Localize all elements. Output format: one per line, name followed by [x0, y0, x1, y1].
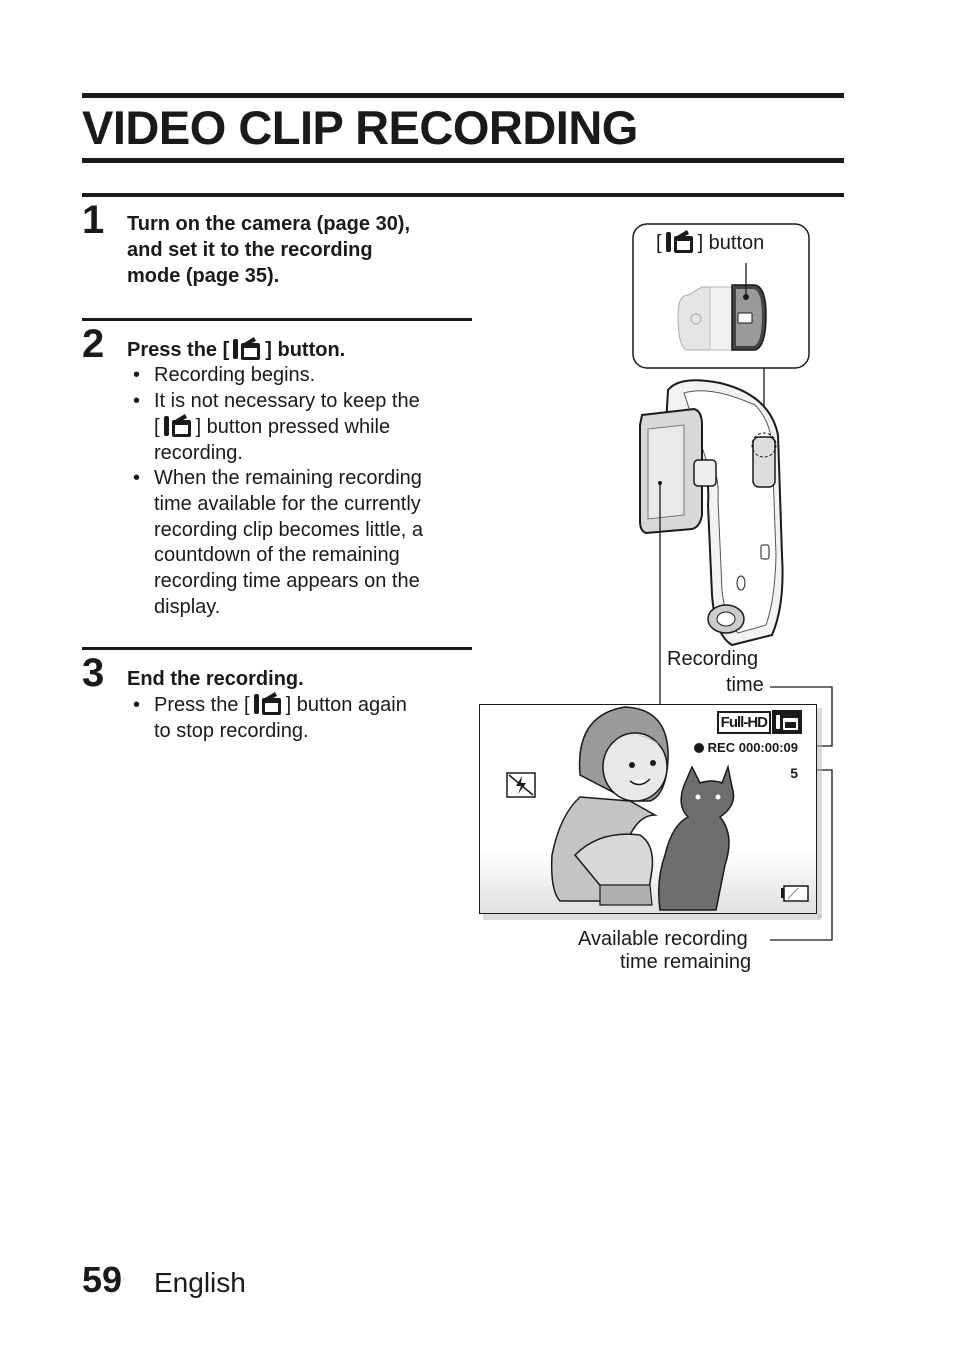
- remaining-count: 5: [790, 765, 798, 781]
- title-bottom-rule: [82, 158, 844, 163]
- section-rule: [82, 193, 844, 197]
- step-2-bullet-3-line: display.: [154, 596, 221, 618]
- button-callout-label: [ ] button: [656, 230, 764, 255]
- step-3-heading: End the recording.: [127, 668, 304, 690]
- step-3-bullet-before: Press the [: [154, 694, 250, 716]
- screen-scene: [550, 706, 735, 911]
- bullet-marker: •: [133, 364, 141, 386]
- mode-dial-graphic: [677, 284, 767, 351]
- lcd-screen: Full-HD REC 000:00:09 5: [479, 704, 817, 914]
- step-2-bullet-3-line: recording time appears on the: [154, 570, 420, 592]
- step-1-number: 1: [82, 198, 105, 242]
- page-number: 59: [82, 1259, 123, 1300]
- screen-shadow: [483, 914, 821, 920]
- recording-time-label-line1: Recording: [667, 648, 759, 670]
- step-1-heading-line: mode (page 35).: [127, 265, 280, 287]
- rec-indicator: REC 000:00:09: [693, 740, 798, 755]
- step-3-bullet-after: ] button again: [285, 694, 407, 716]
- step-2-bullet-2-line: recording.: [154, 442, 243, 464]
- step-2-bullet-3-line: recording clip becomes little, a: [154, 519, 424, 541]
- step-2-bullet-1: Recording begins.: [154, 364, 316, 386]
- button-callout-after: ] button: [697, 232, 765, 254]
- step-2-bullet-3-line: When the remaining recording: [154, 467, 422, 489]
- step-3-bullet-line: to stop recording.: [154, 720, 309, 742]
- video-record-icon: [253, 692, 281, 715]
- title-top-rule: [82, 93, 844, 98]
- screen-shadow-side: [817, 708, 822, 918]
- flash-off-icon: [506, 772, 536, 798]
- bullet-marker: •: [133, 390, 141, 412]
- step-3-bullet-line: Press the [ ] button again: [154, 692, 407, 718]
- step-2-bullet-2-after: ] button pressed while: [195, 416, 391, 438]
- rec-dot-icon: [693, 742, 704, 753]
- bullet-marker: •: [133, 694, 141, 716]
- camera-illustration: [632, 223, 833, 941]
- mode-label: Full-HD: [716, 710, 771, 734]
- mode-badge: Full-HD: [716, 710, 802, 734]
- camera-body: [639, 379, 784, 647]
- step-2-bullet-3-line: time available for the currently: [154, 493, 421, 515]
- video-record-icon: [772, 710, 802, 734]
- video-record-icon: [665, 230, 693, 253]
- page-language: English: [154, 1267, 246, 1298]
- step-2-heading: Press the [ ] button.: [127, 337, 345, 363]
- step-2-bullet-2-line: [ ] button pressed while: [154, 414, 390, 440]
- step-2-bullet-2-line: It is not necessary to keep the: [154, 390, 420, 412]
- step-1-heading-line: Turn on the camera (page 30),: [127, 213, 411, 235]
- battery-icon: [781, 885, 809, 902]
- step-2-rule: [82, 318, 472, 321]
- video-record-icon: [233, 337, 261, 360]
- page-title: VIDEO CLIP RECORDING: [82, 101, 638, 154]
- step-2-number: 2: [82, 322, 105, 366]
- bracket-open: [: [656, 232, 662, 254]
- step-2-heading-before: Press the [: [127, 339, 230, 361]
- recording-time-label-line2: time: [726, 674, 764, 696]
- remaining-time-label-line2: time remaining: [620, 951, 752, 973]
- step-2-bullet-3-line: countdown of the remaining: [154, 544, 400, 566]
- bullet-marker: •: [133, 467, 141, 489]
- bracket-open: [: [154, 416, 160, 438]
- step-1-heading-line: and set it to the recording: [127, 239, 373, 261]
- step-3-rule: [82, 647, 472, 650]
- rec-time: REC 000:00:09: [707, 740, 798, 755]
- step-2-heading-after: ] button.: [265, 339, 346, 361]
- step-3-number: 3: [82, 651, 105, 695]
- remaining-time-label-line1: Available recording: [578, 928, 748, 950]
- video-record-icon: [163, 414, 191, 437]
